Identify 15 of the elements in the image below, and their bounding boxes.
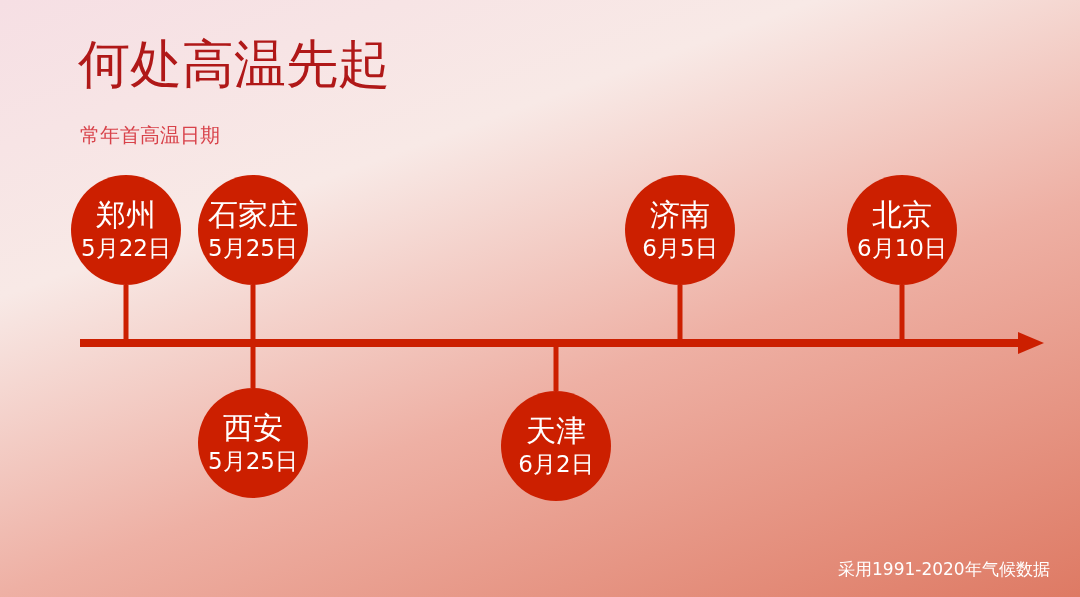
city-name: 石家庄: [208, 197, 298, 233]
date-label: 5月25日: [208, 447, 298, 476]
city-name: 北京: [872, 197, 932, 233]
date-label: 5月22日: [81, 234, 171, 263]
date-label: 6月10日: [857, 234, 947, 263]
date-label: 6月5日: [642, 234, 718, 263]
date-label: 5月25日: [208, 234, 298, 263]
date-label: 6月2日: [518, 450, 594, 479]
city-name: 西安: [223, 410, 283, 446]
source-note: 采用1991-2020年气候数据: [838, 558, 1050, 581]
title: 何处高温先起: [78, 33, 390, 96]
subtitle: 常年首高温日期: [80, 122, 220, 149]
city-name: 郑州: [96, 197, 156, 233]
city-name: 济南: [650, 197, 710, 233]
city-name: 天津: [526, 413, 586, 449]
